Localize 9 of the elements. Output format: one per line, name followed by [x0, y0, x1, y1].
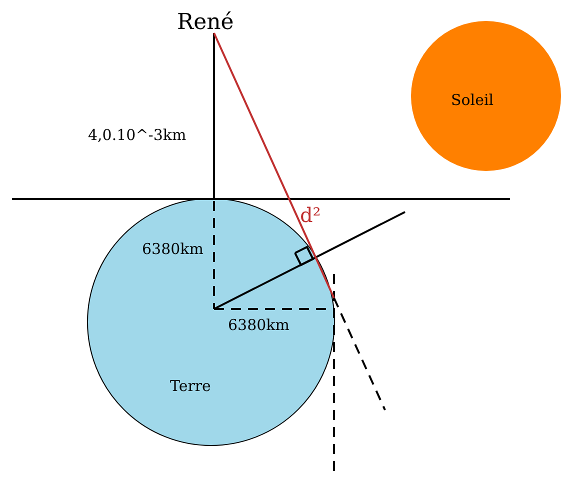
line-of-sight [213, 32, 335, 298]
distance-label: d² [300, 203, 321, 227]
dimension-label: 6380km [228, 316, 290, 334]
planet-label: Soleil [451, 91, 494, 109]
height-line [213, 33, 215, 199]
dimension-label: 4,0.10^-3km [88, 126, 186, 144]
observer-label: René [177, 10, 234, 35]
dimension-label: 6380km [142, 240, 204, 258]
planet-label: Terre [170, 377, 211, 395]
